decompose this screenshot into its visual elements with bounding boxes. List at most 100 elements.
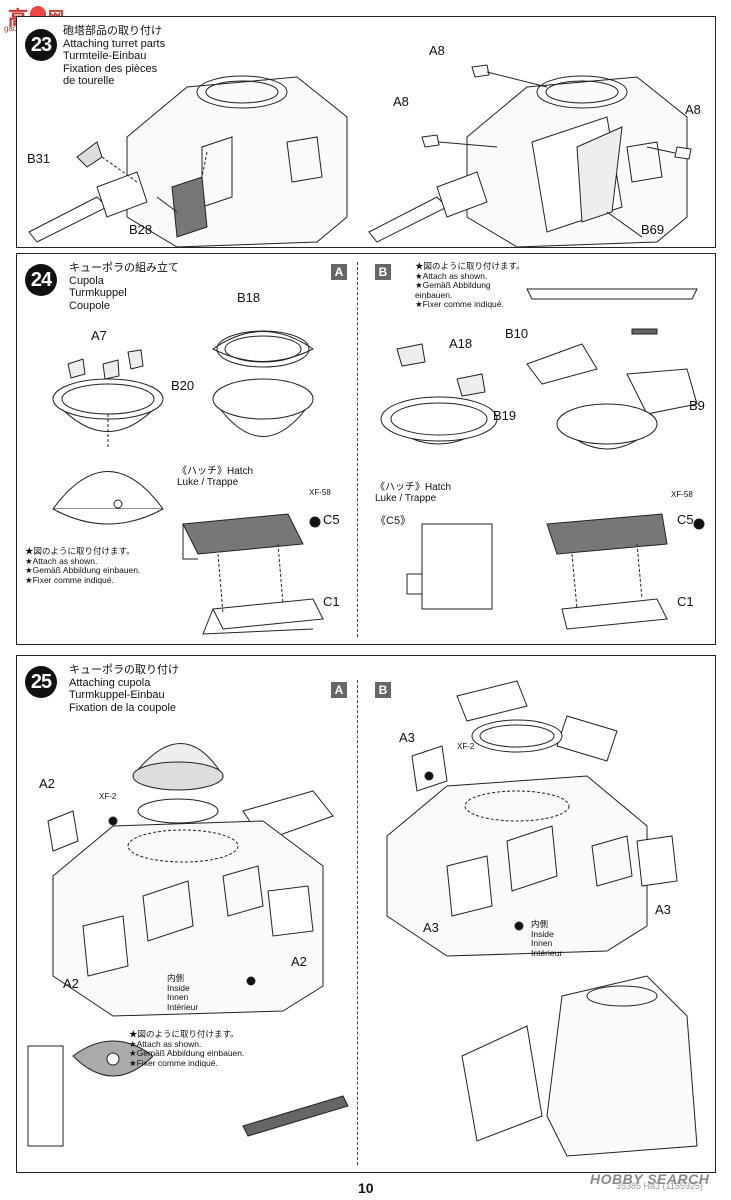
part-label: B20 — [171, 378, 195, 393]
part-label: 《C5》 — [375, 515, 412, 527]
part-label: A7 — [91, 328, 107, 343]
title-fr: Coupole — [69, 299, 110, 312]
title-de: Turmteile-Einbau — [63, 50, 147, 62]
part-label: B31 — [27, 151, 51, 166]
title-en: Attaching turret parts — [63, 37, 166, 50]
note-line: ★図のように取り付けます。 — [415, 261, 525, 271]
note-line: ★Gemäß Abbildung einbauen. — [25, 565, 141, 575]
part-label: A3 — [655, 902, 671, 917]
part-label: A2 — [291, 954, 307, 969]
step-24-panel: 24 キューポラの組み立て Cupola Turmkuppel Coupole … — [16, 253, 716, 645]
inside-line: 内側 — [531, 919, 549, 929]
part-label: A8 — [429, 43, 445, 58]
cupola-drawing-a — [52, 330, 324, 635]
turret-drawing-left — [28, 75, 348, 247]
inside-line: Intérieur — [531, 947, 563, 958]
inside-line: Inside — [531, 928, 554, 939]
paint-callout: XF-58 — [309, 488, 331, 497]
note-line: ★Fixer comme indiqué. — [25, 574, 114, 585]
product-code: 35385 Ha3 (1155925) — [616, 1181, 703, 1191]
hatch-label: 《ハッチ》Hatch Luke / Trappe — [177, 466, 253, 488]
title-en: Attaching cupola — [69, 676, 151, 689]
title-jp: 砲塔部品の取り付け — [63, 25, 162, 37]
note-line: ★Fixer comme indiqué. — [129, 1057, 218, 1068]
title-jp: キューポラの組み立て — [69, 262, 179, 274]
paint-code: XF-58 — [309, 488, 331, 497]
part-label: A2 — [39, 776, 55, 791]
step-title: 砲塔部品の取り付け Attaching turret parts Turmtei… — [63, 25, 165, 88]
hatch-label-en: Luke / Trappe — [177, 477, 239, 488]
part-label: A18 — [449, 336, 473, 351]
part-label: A8 — [685, 102, 701, 117]
cupola-drawing-b — [380, 288, 705, 630]
inside-line: 内側 — [167, 973, 185, 983]
hatch-label: 《ハッチ》Hatch Luke / Trappe — [375, 482, 451, 504]
part-label: B9 — [689, 398, 705, 413]
note-line: ★Fixer comme indiqué. — [415, 299, 504, 309]
turret-cupola-drawing-a — [27, 743, 349, 1147]
note-line: ★Gemäß Abbildung — [415, 280, 491, 290]
inside-line: Innen — [531, 938, 553, 948]
step-number: 23 — [25, 29, 57, 61]
part-label: C1 — [677, 594, 694, 609]
part-label: A2 — [63, 976, 79, 991]
part-label: A3 — [399, 730, 415, 745]
step-number: 25 — [25, 666, 57, 698]
instruction-note: ★図のように取り付けます。 ★Attach as shown. ★Gemäß A… — [415, 261, 525, 310]
variant-b-tag: B — [375, 264, 391, 280]
title-jp: キューポラの取り付け — [69, 664, 179, 676]
part-label: B19 — [493, 408, 517, 423]
instruction-note: ★図のように取り付けます。 ★Attach as shown. ★Gemäß A… — [129, 1029, 245, 1068]
part-label: A8 — [393, 94, 409, 109]
note-line: ★Gemäß Abbildung einbauen. — [129, 1048, 245, 1058]
note-line: ★図のように取り付けます。 — [25, 546, 135, 556]
inside-label: 内側 Inside Innen Intérieur — [167, 973, 199, 1012]
paint-code: XF-58 — [671, 490, 693, 499]
title-de: Turmkuppel-Einbau — [69, 689, 165, 701]
hatch-label-en: Luke / Trappe — [375, 493, 437, 504]
paint-callout: XF-2 — [457, 742, 474, 751]
variant-a-tag: A — [331, 682, 347, 698]
page-number: 10 — [358, 1180, 374, 1196]
step-title: キューポラの組み立て Cupola Turmkuppel Coupole — [69, 262, 179, 312]
title-de: Turmkuppel — [69, 287, 127, 299]
note-line: einbauen. — [415, 289, 453, 300]
hatch-label-jp: 《ハッチ》Hatch — [177, 466, 254, 477]
step-title: キューポラの取り付け Attaching cupola Turmkuppel-E… — [69, 664, 179, 714]
hatch-label-jp: 《ハッチ》Hatch — [375, 482, 452, 493]
part-label: C5 — [677, 512, 694, 527]
brand-watermark: HOBBY SEARCH — [590, 1171, 710, 1187]
variant-b-tag: B — [375, 682, 391, 698]
title-fr: Fixation de la coupole — [69, 701, 177, 714]
title-fr: Fixation des pièces — [63, 62, 158, 75]
part-label: B69 — [641, 222, 665, 237]
inside-line: Innen — [167, 992, 189, 1002]
note-line: ★Attach as shown. — [25, 555, 98, 566]
title-en: Cupola — [69, 274, 104, 287]
note-line: ★Attach as shown. — [415, 270, 488, 281]
inside-line: Intérieur — [167, 1001, 199, 1012]
inside-label: 内側 Inside Innen Intérieur — [531, 919, 563, 958]
step-number: 24 — [25, 264, 57, 296]
part-label: B10 — [505, 326, 529, 341]
part-label: B18 — [237, 290, 261, 305]
part-label: A3 — [423, 920, 439, 935]
turret-drawing-right — [368, 64, 692, 247]
divider — [357, 262, 358, 637]
turret-cupola-drawing-b — [386, 680, 698, 1157]
part-label: C5 — [323, 512, 340, 527]
paint-code: XF-2 — [99, 792, 117, 801]
title-fr: de tourelle — [63, 75, 115, 87]
note-line: ★Attach as shown. — [129, 1038, 202, 1049]
step-25-panel: 25 キューポラの取り付け Attaching cupola Turmkuppe… — [16, 655, 716, 1173]
divider — [357, 680, 358, 1165]
instruction-note: ★図のように取り付けます。 ★Attach as shown. ★Gemäß A… — [25, 546, 141, 585]
part-label: B28 — [129, 222, 153, 237]
part-label: C1 — [323, 594, 340, 609]
paint-callout: XF-2 — [99, 792, 116, 801]
step-23-panel: 23 砲塔部品の取り付け Attaching turret parts Turm… — [16, 16, 716, 248]
note-line: ★図のように取り付けます。 — [129, 1029, 239, 1039]
variant-a-tag: A — [331, 264, 347, 280]
paint-callout: XF-58 — [671, 490, 693, 499]
inside-line: Inside — [167, 982, 190, 993]
